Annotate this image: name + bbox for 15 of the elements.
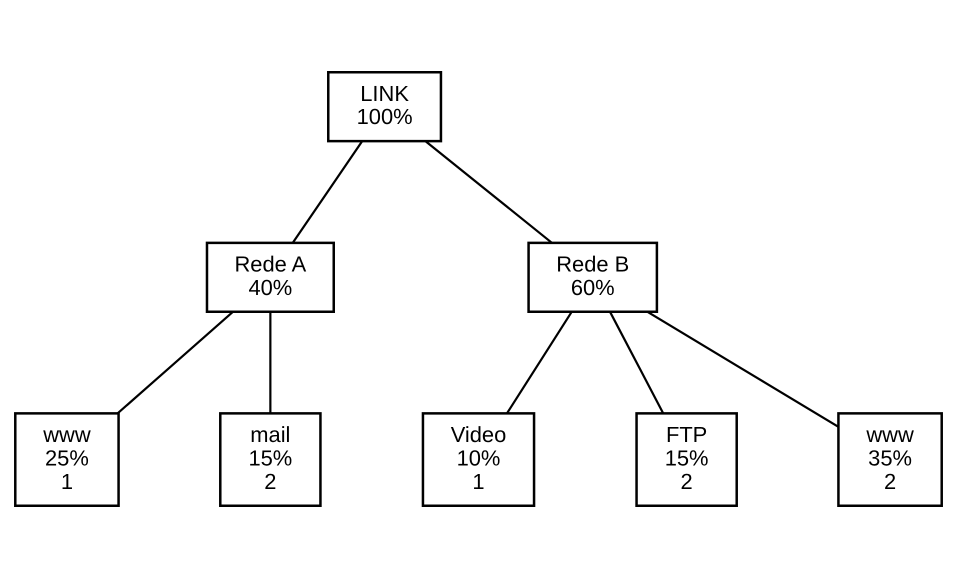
node-box: Rede A 40% bbox=[206, 242, 335, 313]
node-box: Video 10% 1 bbox=[422, 412, 536, 507]
connector bbox=[117, 310, 234, 414]
connector bbox=[646, 310, 839, 428]
node-box: FTP 15% 2 bbox=[635, 412, 738, 507]
node-box: www 25% 1 bbox=[14, 412, 120, 507]
connector bbox=[425, 140, 552, 244]
connector bbox=[292, 140, 363, 244]
connector bbox=[269, 312, 272, 414]
node-box: www 35% 2 bbox=[837, 412, 943, 507]
connector bbox=[506, 311, 573, 414]
node-box: mail 15% 2 bbox=[219, 412, 322, 507]
node-box: Rede B 60% bbox=[527, 242, 658, 313]
node-box: LINK 100% bbox=[327, 71, 442, 142]
connector bbox=[608, 311, 664, 414]
